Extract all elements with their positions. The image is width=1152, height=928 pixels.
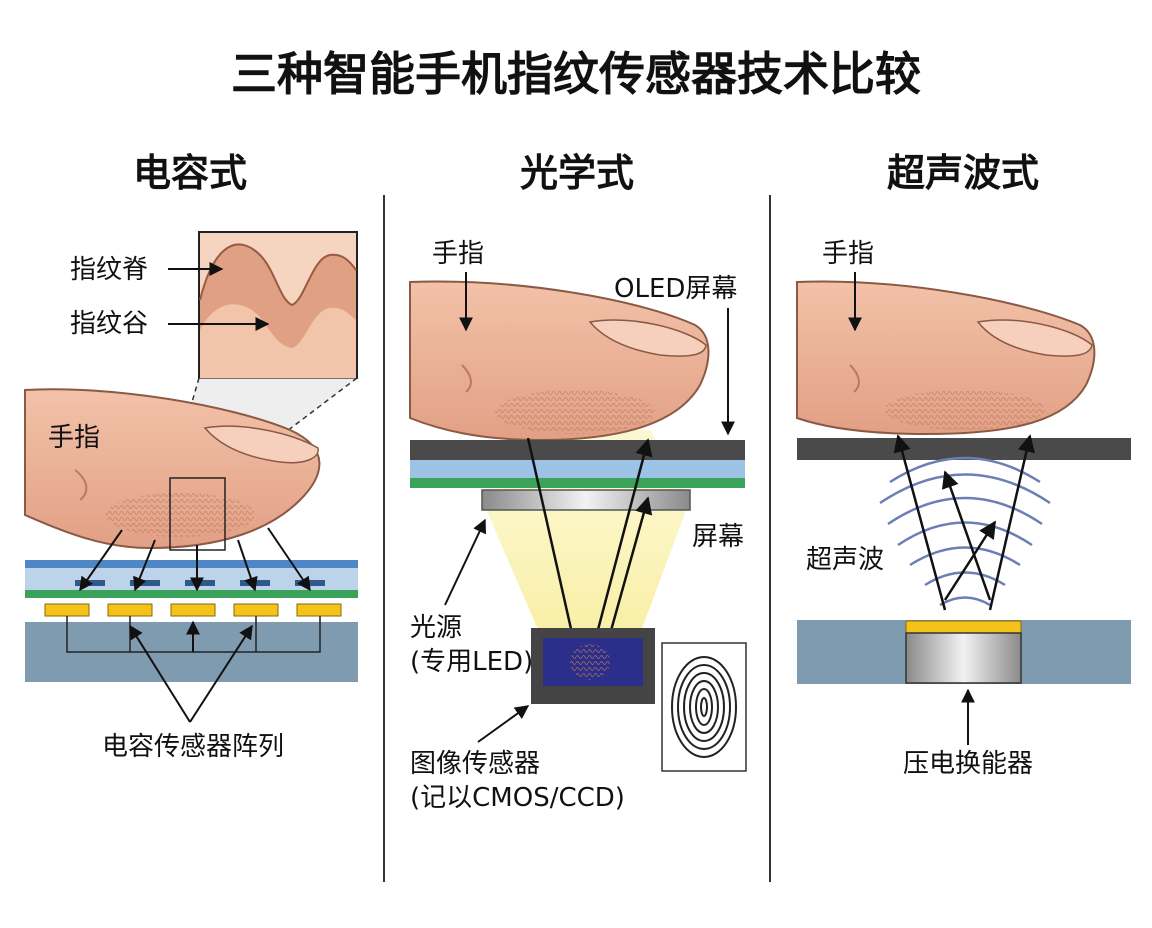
screen-label: 屏幕: [692, 522, 744, 552]
optical-heading: 光学式: [520, 151, 634, 195]
cap-layer-green: [25, 590, 358, 598]
light-source-arrow: [444, 518, 486, 606]
oled-green-layer: [410, 478, 745, 488]
light-source-sublabel: (专用LED): [410, 647, 533, 677]
screen-plate: [481, 489, 691, 511]
piezo-gold-layer: [905, 620, 1022, 634]
ultrasonic-wave-label: 超声波: [806, 545, 884, 575]
optical-finger-label: 手指: [432, 239, 484, 269]
light-source-label: 光源: [410, 613, 462, 643]
oled-glass: [410, 440, 745, 460]
capacitive-heading: 电容式: [133, 151, 247, 195]
capacitive-finger: [24, 388, 321, 550]
image-sensor-arrow: [477, 705, 530, 743]
ultrasonic-heading: 超声波式: [887, 151, 1039, 195]
ultrasonic-finger-label: 手指: [822, 239, 874, 269]
capacitive-finger-label: 手指: [48, 423, 100, 453]
sensor-array-label: 电容传感器阵列: [102, 732, 284, 762]
oled-blue-layer: [410, 460, 745, 478]
sensor-fingerprint-image: [570, 644, 610, 680]
capacitive-panel: 电容式 指纹脊 指纹谷 手指: [24, 151, 358, 762]
valley-label: 指纹谷: [70, 309, 148, 339]
image-sensor-label: 图像传感器: [410, 749, 540, 779]
cap-cover-glass: [25, 560, 358, 568]
field-arrows: [79, 527, 311, 592]
transducer-label: 压电换能器: [903, 749, 1033, 779]
light-cone-lower: [482, 500, 690, 634]
ultrasonic-rays: [893, 434, 1035, 611]
ultrasonic-finger: [796, 280, 1096, 436]
piezo-transducer: [905, 632, 1022, 684]
ultrasonic-cover-glass: [797, 438, 1131, 460]
fingerprint-sample: [661, 642, 747, 772]
optical-panel: 光学式 手指 OLED屏幕 屏幕: [409, 151, 747, 813]
ultrasonic-panel: 超声波式 手指 超声波: [796, 151, 1131, 779]
ridge-zoom-inset: [198, 231, 358, 379]
optical-finger: [409, 280, 710, 442]
oled-label: OLED屏幕: [614, 274, 737, 304]
image-sensor-sublabel: (记以CMOS/CCD): [410, 783, 625, 813]
ridge-label: 指纹脊: [70, 255, 148, 285]
capacitor-sensor-cells: [44, 603, 342, 617]
diagram-title: 三种智能手机指纹传感器技术比较: [231, 47, 921, 101]
array-pointer-arrows: [129, 624, 253, 723]
